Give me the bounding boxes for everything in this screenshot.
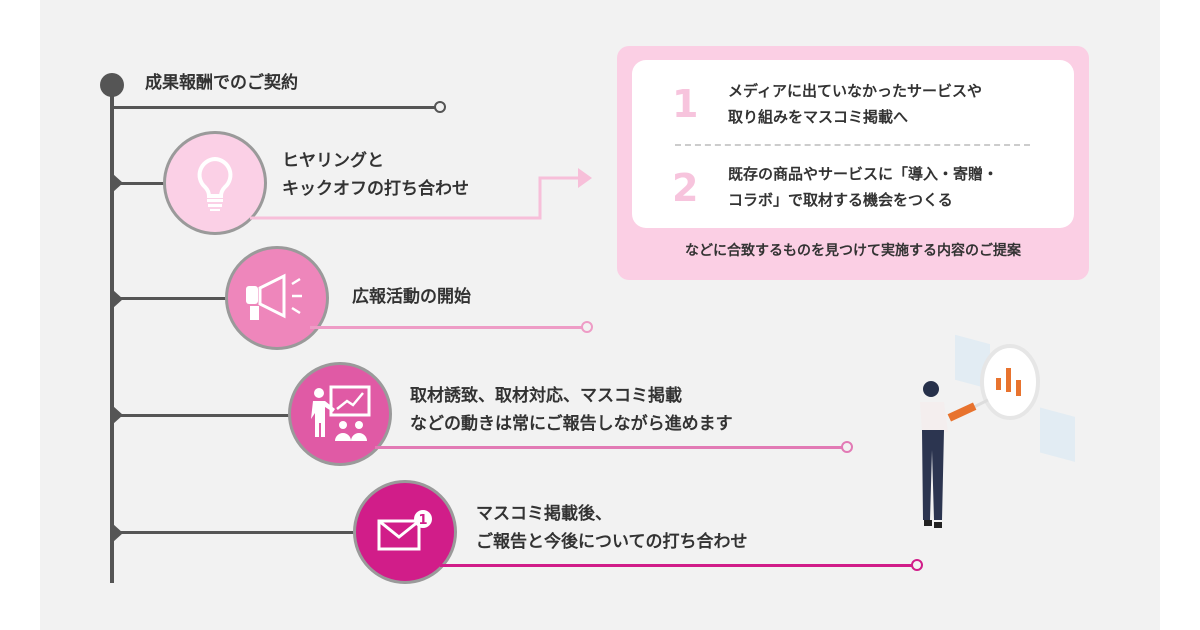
proposal-item-2-number: 2 — [672, 166, 699, 210]
notification-badge: 1 — [418, 513, 427, 528]
proposal-item-2-line-2: コラボ」で取材する機会をつくる — [728, 191, 953, 209]
step-1-line-1: ヒヤリングと — [282, 151, 384, 171]
proposal-item-1-line-1: メディアに出ていなかったサービスや — [728, 82, 982, 100]
step-3-circle — [288, 362, 392, 466]
step-2-circle — [225, 246, 329, 350]
proposal-item-1-text: メディアに出ていなかったサービスや 取り組みをマスコミ掲載へ — [728, 78, 982, 130]
proposal-item-1-line-2: 取り組みをマスコミ掲載へ — [728, 108, 909, 126]
start-line — [112, 106, 436, 109]
step-2-line-1: 広報活動の開始 — [352, 287, 471, 307]
megaphone-icon — [246, 273, 302, 320]
branch-line — [112, 414, 292, 417]
branch-line — [112, 531, 357, 534]
start-label: 成果報酬でのご契約 — [145, 73, 298, 93]
proposal-footer: などに合致するものを見つけて実施する内容のご提案 — [685, 243, 1021, 259]
step-4-line-end — [911, 559, 923, 571]
step-4-circle: 1 — [353, 480, 457, 584]
step-3-line-2: などの動きは常にご報告しながら進めます — [410, 414, 733, 434]
proposal-item-2-text: 既存の商品やサービスに「導入・寄贈・ コラボ」で取材する機会をつくる — [728, 161, 998, 213]
proposal-divider — [675, 144, 1030, 146]
mail-notification-icon: 1 — [377, 510, 432, 551]
branch-line — [112, 297, 232, 300]
start-line-end — [434, 101, 446, 113]
step-4-line — [440, 564, 912, 567]
timeline-start-dot — [100, 73, 124, 97]
step-3-line-end — [841, 441, 853, 453]
proposal-item-1-number: 1 — [672, 82, 699, 126]
step-3-line-1: 取材誘致、取材対応、マスコミ掲載 — [410, 386, 682, 406]
timeline-spine — [110, 85, 114, 583]
step-4-line-2: ご報告と今後についての打ち合わせ — [476, 532, 748, 552]
step-2-line-end — [581, 321, 593, 333]
step-1-connector-arrow — [250, 168, 592, 220]
step-1-text: ヒヤリングと キックオフの打ち合わせ — [282, 147, 469, 203]
step-2-text: 広報活動の開始 — [352, 283, 471, 311]
step-4-line-1: マスコミ掲載後、 — [476, 504, 612, 524]
woman-analyzing-chart-illustration — [920, 334, 1075, 528]
step-3-text: 取材誘致、取材対応、マスコミ掲載 などの動きは常にご報告しながら進めます — [410, 382, 733, 438]
branch-line — [112, 182, 172, 185]
lightbulb-icon — [197, 156, 233, 211]
step-3-line — [375, 446, 842, 449]
presentation-icon — [311, 385, 371, 441]
proposal-item-2-line-1: 既存の商品やサービスに「導入・寄贈・ — [728, 165, 999, 183]
step-2-line — [310, 326, 582, 329]
step-4-text: マスコミ掲載後、 ご報告と今後についての打ち合わせ — [476, 500, 748, 556]
step-1-circle — [163, 131, 267, 235]
step-1-line-2: キックオフの打ち合わせ — [282, 179, 469, 199]
